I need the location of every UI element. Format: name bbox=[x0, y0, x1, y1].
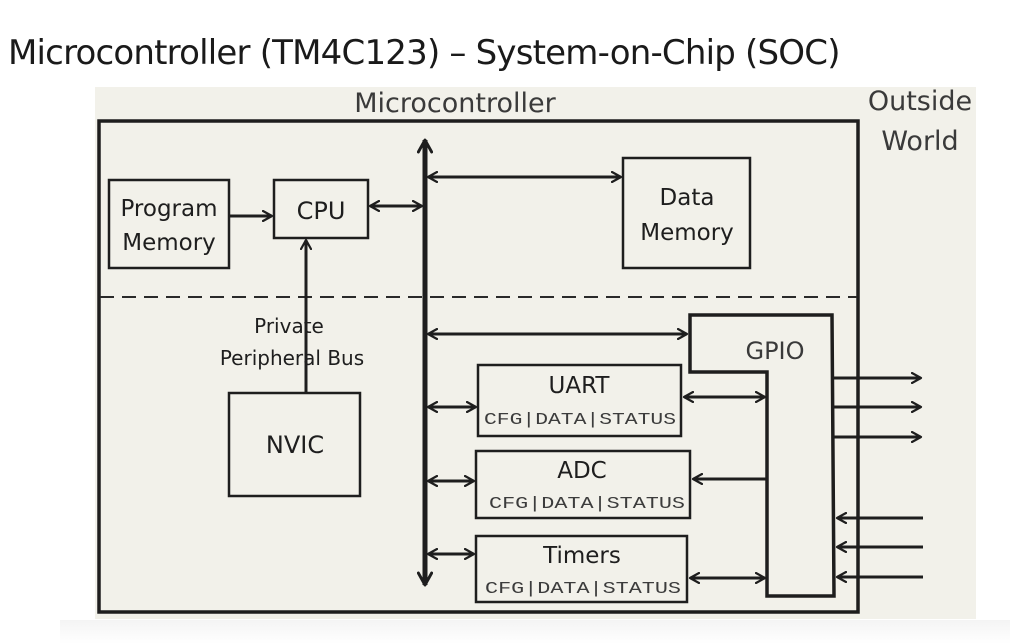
uart-block: UART CFG|DATA|STATUS bbox=[476, 363, 683, 438]
cpu-label: CPU bbox=[297, 197, 346, 225]
outside-world-label-line2: World bbox=[881, 126, 958, 157]
adc-label: ADC bbox=[557, 458, 607, 484]
gpio-block: GPIO bbox=[688, 313, 836, 598]
uart-label: UART bbox=[549, 373, 611, 399]
outside-world-label-line1: Outside bbox=[868, 86, 972, 117]
nvic-label: NVIC bbox=[266, 431, 324, 459]
private-bus-label-line1: Private bbox=[254, 314, 324, 338]
timers-block: Timers CFG|DATA|STATUS bbox=[474, 534, 689, 604]
microcontroller-boundary bbox=[97, 119, 860, 614]
nvic-block: NVIC bbox=[227, 391, 362, 498]
program-memory-label-line2: Memory bbox=[122, 230, 216, 256]
microcontroller-label: Microcontroller bbox=[354, 88, 556, 119]
data-memory-block: Data Memory bbox=[621, 156, 752, 270]
program-memory-label-line1: Program bbox=[120, 196, 217, 222]
adc-registers: CFG|DATA|STATUS bbox=[489, 495, 685, 514]
data-memory-label-line2: Memory bbox=[640, 220, 734, 246]
adc-block: ADC CFG|DATA|STATUS bbox=[474, 449, 692, 520]
program-memory-block: Program Memory bbox=[107, 178, 231, 270]
gpio-label: GPIO bbox=[745, 337, 804, 365]
bottom-shadow bbox=[60, 620, 1010, 644]
uart-registers: CFG|DATA|STATUS bbox=[484, 411, 676, 430]
data-memory-label-line1: Data bbox=[660, 185, 715, 211]
timers-label: Timers bbox=[542, 543, 621, 569]
slide-title: Microcontroller (TM4C123) – System-on-Ch… bbox=[8, 33, 840, 73]
cpu-block: CPU bbox=[272, 178, 370, 240]
private-bus-label-line2: Peripheral Bus bbox=[220, 346, 364, 370]
timers-registers: CFG|DATA|STATUS bbox=[485, 580, 681, 599]
